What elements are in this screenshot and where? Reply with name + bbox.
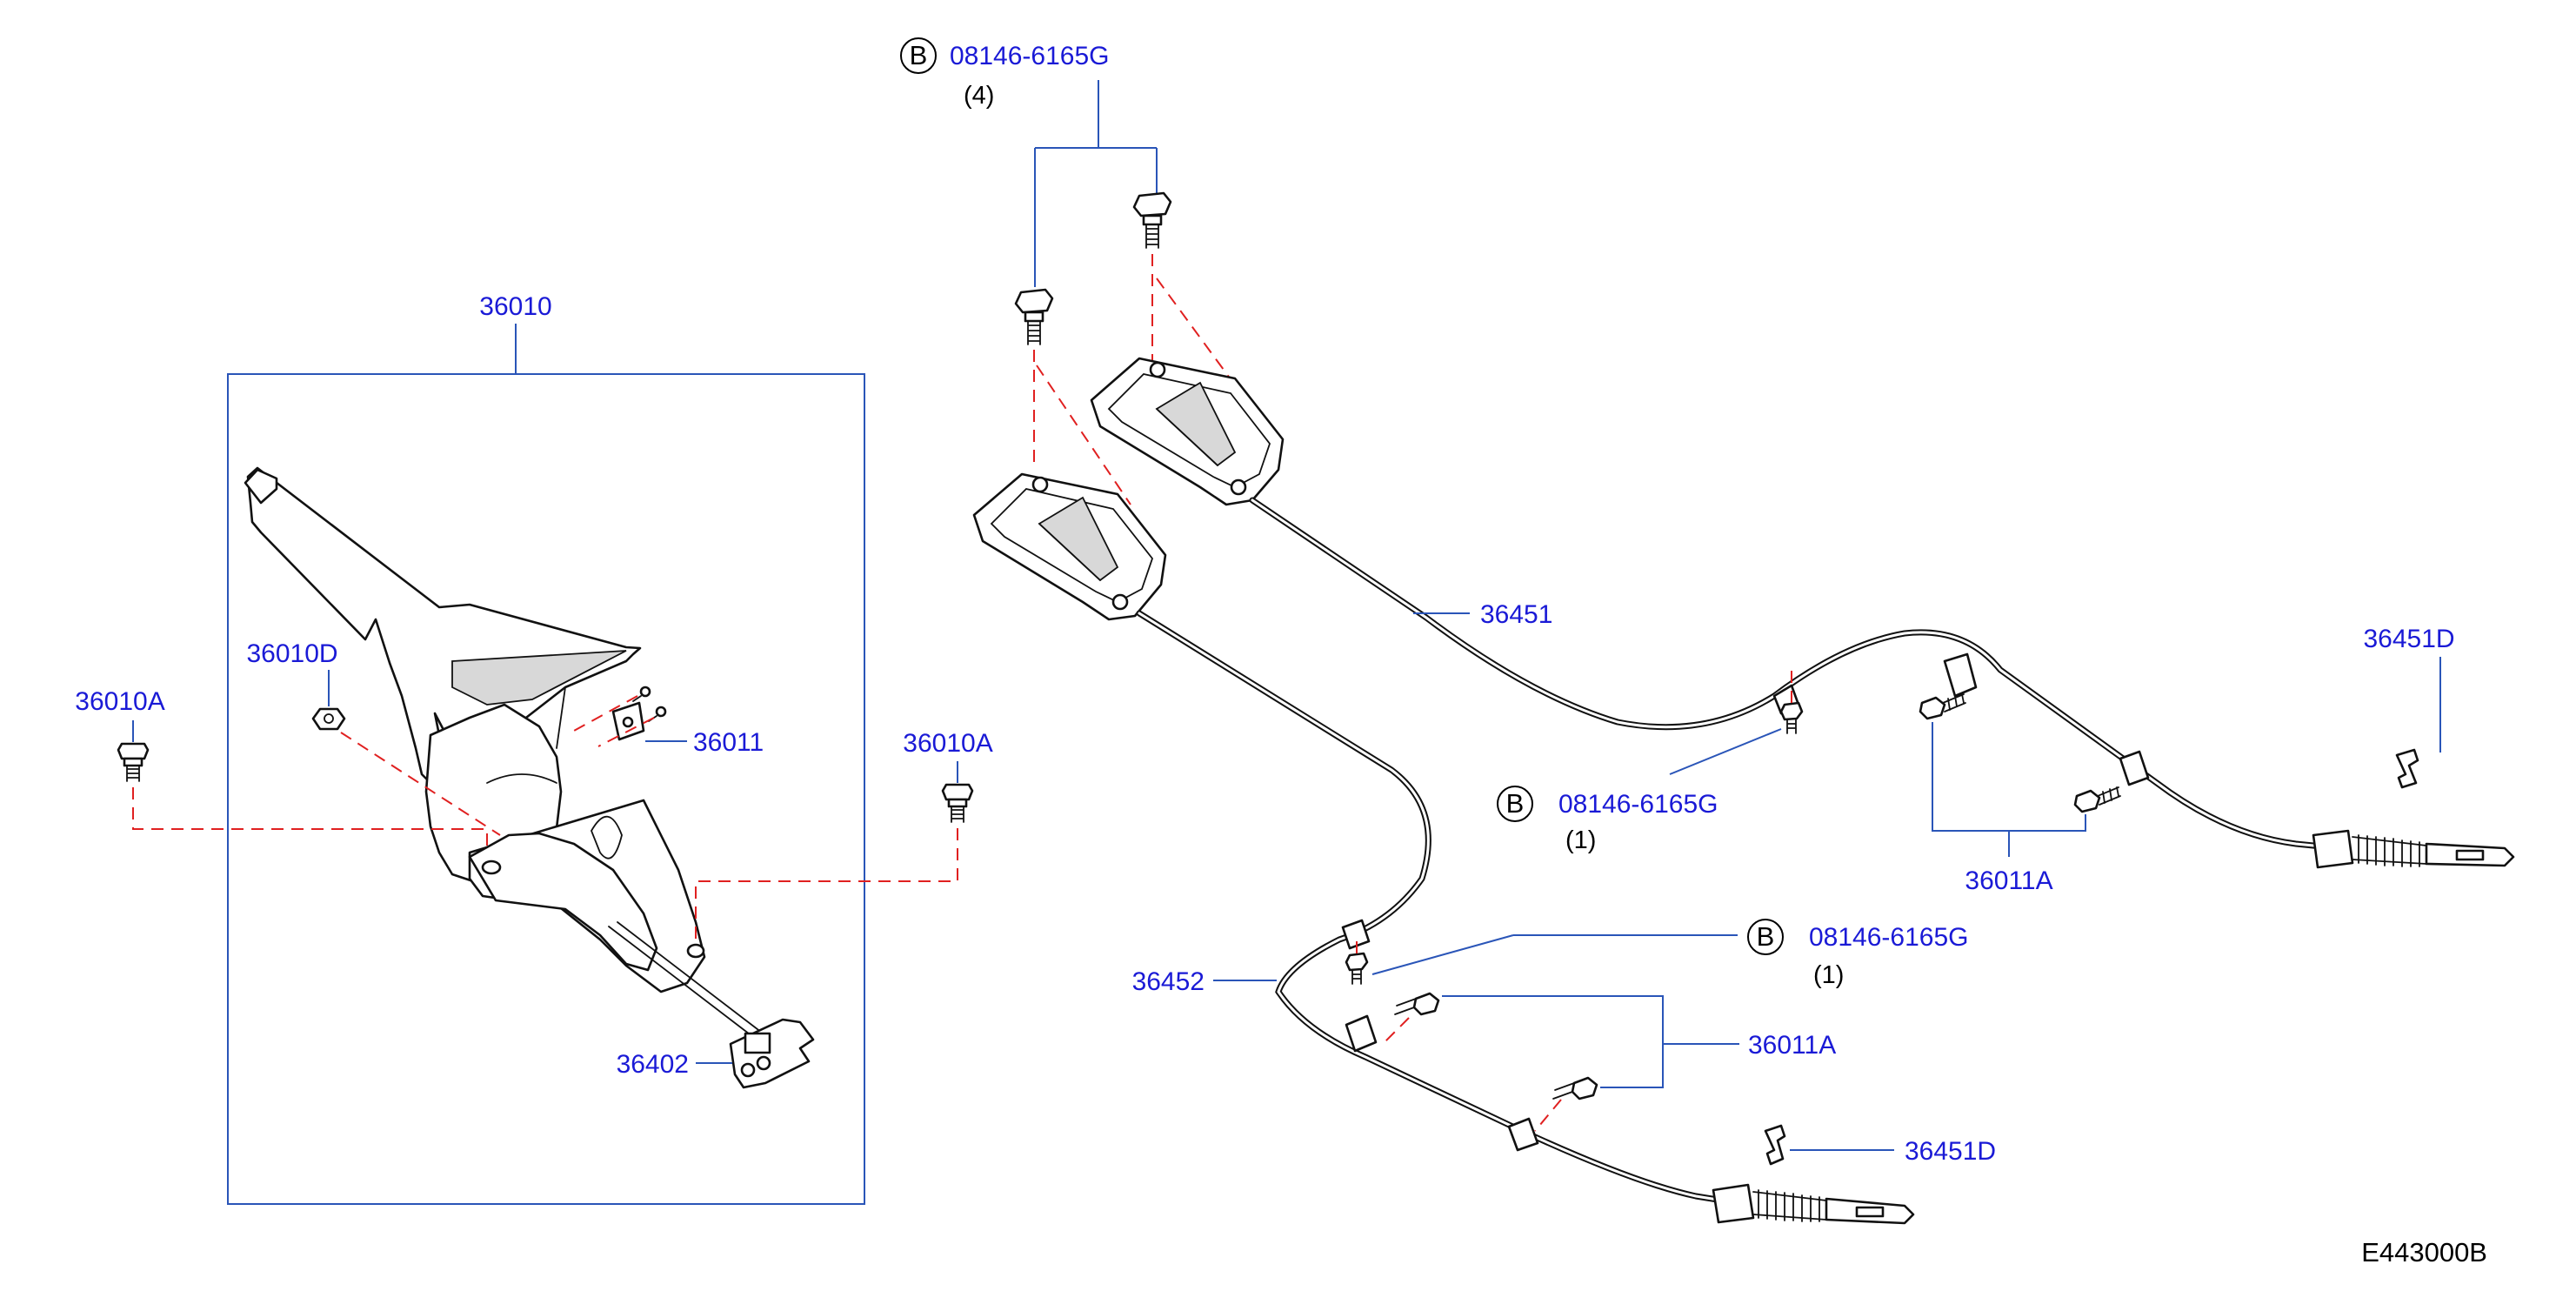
label-lever-nut[interactable]: 36010D	[246, 639, 337, 668]
label-cable-bolts-upper[interactable]: 36011A	[1965, 866, 2052, 895]
diagram-id: E443000B	[2361, 1237, 2487, 1268]
label-lever-bracket-bolts[interactable]: 36011	[693, 728, 764, 757]
mid-b-bolt	[1779, 701, 1804, 734]
label-b-mid-qty: (1)	[1565, 826, 1596, 854]
upper-bolt-b	[1014, 288, 1054, 345]
lever-nut	[311, 707, 346, 731]
label-left-cable[interactable]: 36452	[1132, 967, 1205, 996]
upper-bolt-a	[1132, 191, 1172, 249]
label-lever-assembly[interactable]: 36010	[479, 292, 551, 321]
b-badge-low-letter: B	[1757, 921, 1775, 952]
label-front-cable[interactable]: 36402	[617, 1050, 689, 1079]
cable-bolts-upper-leader	[1932, 722, 2086, 857]
label-lever-bolt-left[interactable]: 36010A	[75, 687, 164, 716]
low-b-bolt	[1345, 952, 1369, 985]
cable-bolt-upper-b	[2073, 786, 2121, 813]
b-mid-leader	[1669, 728, 1782, 775]
callout-b-mid: B 08146-6165G (1)	[1497, 786, 1718, 854]
cable-bolts-lower-leader	[1442, 995, 1739, 1088]
cable-lock-upper	[2395, 748, 2419, 789]
cable-lock-lower	[1764, 1124, 1786, 1166]
label-lever-bolt-right[interactable]: 36010A	[903, 729, 992, 758]
cable-bolt-lower-a	[1394, 992, 1440, 1016]
label-b-low-qty: (1)	[1813, 961, 1844, 989]
right-cable-end	[2312, 829, 2515, 869]
left-cable-end	[1712, 1183, 1915, 1225]
callout-b-top: B 08146-6165G (4)	[900, 37, 1110, 110]
b-badge-top-letter: B	[910, 40, 928, 70]
label-b-top-part[interactable]: 08146-6165G	[950, 42, 1110, 70]
b-top-leader	[1034, 80, 1158, 287]
lever-bracket-bolts	[611, 686, 667, 741]
lever-assembly-frame	[227, 373, 865, 1205]
lever-bolt-left	[117, 742, 150, 782]
lever-bolt-right	[941, 783, 974, 823]
label-cable-bolts-lower[interactable]: 36011A	[1748, 1031, 1836, 1060]
b-badge-top	[900, 37, 937, 74]
cable-bolt-lower-b	[1552, 1076, 1598, 1100]
label-b-low-part[interactable]: 08146-6165G	[1809, 923, 1969, 952]
label-cable-lock-upper[interactable]: 36451D	[2363, 625, 2454, 653]
b-badge-low	[1747, 919, 1784, 955]
left-cable-guide-plate	[972, 472, 1167, 621]
right-cable-guide-plate	[1090, 357, 1285, 506]
b-badge-mid	[1497, 786, 1533, 822]
label-right-cable[interactable]: 36451	[1480, 600, 1552, 629]
b-low-leader	[1371, 934, 1514, 975]
label-b-top-qty: (4)	[964, 82, 994, 110]
label-cable-lock-lower[interactable]: 36451D	[1905, 1137, 1996, 1166]
front-cable-equalizer	[729, 1018, 815, 1089]
callout-b-low: B 08146-6165G (1)	[1747, 919, 1969, 989]
cable-bolt-upper-a	[1919, 693, 1966, 720]
label-b-mid-part[interactable]: 08146-6165G	[1558, 790, 1718, 819]
b-badge-mid-letter: B	[1506, 788, 1525, 819]
